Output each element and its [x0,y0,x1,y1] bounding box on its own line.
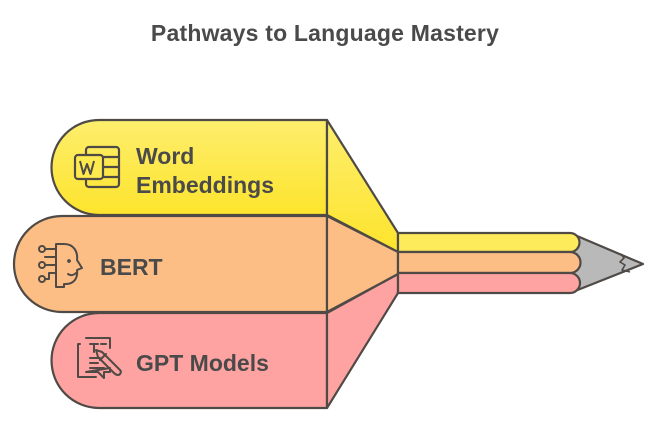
word-embeddings-pill [50,118,329,217]
ai-head-icon [38,243,83,288]
gpt-models-pill [50,311,329,410]
pencil-stripe-orange [396,250,582,275]
bert-pill [12,214,329,314]
diagram-title: Pathways to Language Mastery [150,20,500,46]
gpt-models-label: GPT Models [136,350,269,376]
text-edit-icon [77,337,122,379]
pencil-stripe-pink [396,271,582,295]
pencil-stripe-yellow [396,231,581,254]
word-embeddings-label-line2: Embeddings [136,172,275,198]
bert-label: BERT [100,254,163,280]
word-embeddings-label: Word Embeddings [136,142,274,200]
pencil-tip-break [619,253,631,273]
word-document-icon [73,145,121,189]
word-embeddings-label-line1: Word [136,143,195,169]
